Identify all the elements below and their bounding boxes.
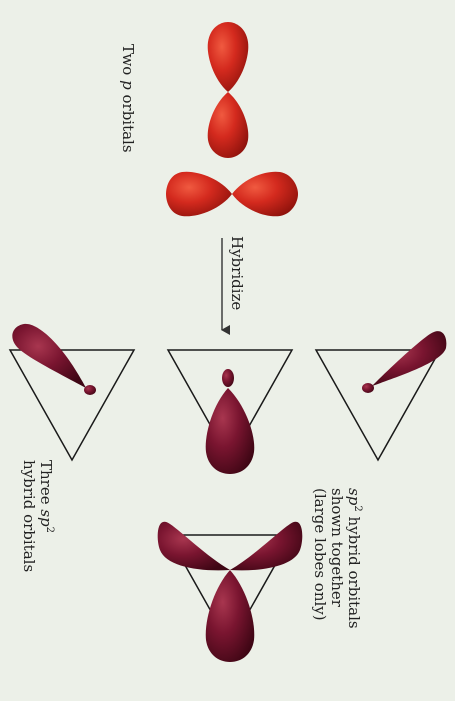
three-sp2-pre: Three (37, 460, 55, 509)
sp2-orbital-center (168, 350, 292, 474)
together-italic: sp (345, 488, 363, 505)
together-line1: sp2 hybrid orbitals (345, 488, 362, 629)
three-sp2-sup: 2 (44, 527, 55, 533)
p-orbital-vertical (208, 22, 249, 158)
sp2-orbital-left (10, 324, 134, 460)
three-sp2-line2: hybrid orbitals (20, 460, 37, 572)
together-line3: (large lobes only) (311, 488, 328, 629)
together-line2: shown together (328, 488, 345, 629)
sp2-orbital-right (316, 331, 446, 460)
two-p-post: orbitals (119, 90, 137, 153)
together-post: hybrid orbitals (345, 512, 363, 629)
two-p-pre: Two (119, 44, 137, 80)
two-p-italic: p (119, 80, 137, 90)
p-orbital-horizontal (166, 172, 298, 217)
three-sp2-italic: sp (37, 509, 55, 526)
three-sp2-label: Three sp2 hybrid orbitals (20, 460, 54, 572)
sp2-together-label: sp2 hybrid orbitals shown together (larg… (311, 488, 362, 629)
hybridize-label: Hybridize (228, 236, 246, 310)
three-sp2-line1: Three sp2 (37, 460, 54, 572)
sp2-orbitals-combined (158, 522, 303, 662)
two-p-orbitals-label: Two p orbitals (119, 44, 136, 153)
